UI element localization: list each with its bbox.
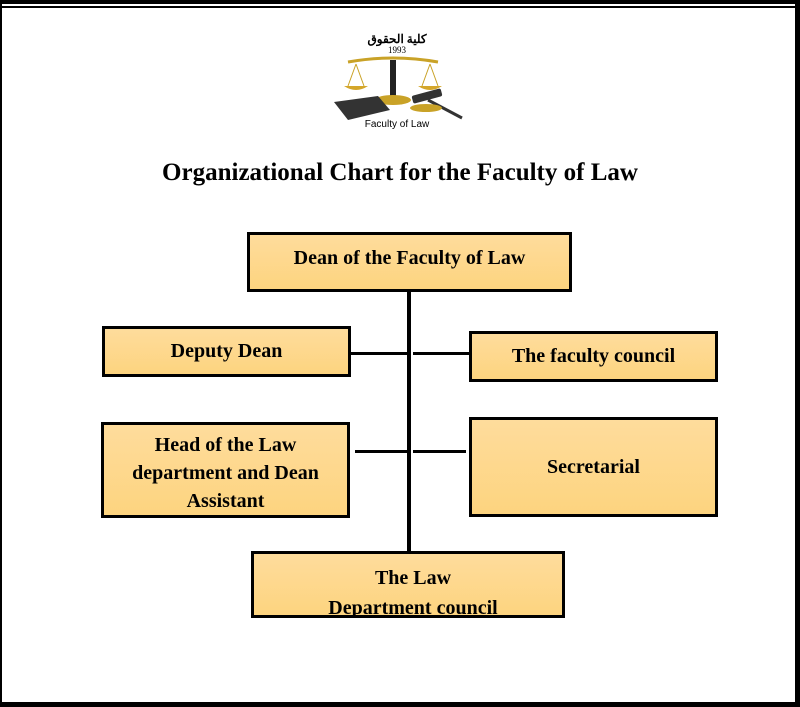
vertical-connector: [407, 291, 411, 552]
logo-arabic-text: كلية الحقوق: [367, 32, 427, 46]
node-faculty-council: The faculty council: [469, 331, 718, 382]
connector-deputy: [350, 352, 407, 355]
node-label: Dean of the Faculty of Law: [293, 247, 526, 269]
node-label: The Law Department council: [328, 567, 498, 618]
node-label: Head of the Law department and Dean Assi…: [132, 434, 319, 512]
node-head-law-department: Head of the Law department and Dean Assi…: [101, 422, 350, 518]
node-law-department-council: The Law Department council: [251, 551, 565, 618]
page-title: Organizational Chart for the Faculty of …: [162, 159, 638, 186]
node-label: Secretarial: [547, 456, 640, 478]
node-secretarial: Secretarial: [469, 417, 718, 517]
scales-of-justice-icon: [334, 56, 463, 120]
connector-secretarial: [413, 450, 466, 453]
node-dean: Dean of the Faculty of Law: [247, 232, 572, 292]
connector-head: [355, 450, 407, 453]
node-deputy-dean: Deputy Dean: [102, 326, 351, 377]
logo-caption: Faculty of Law: [364, 119, 430, 130]
node-label: Deputy Dean: [170, 340, 283, 362]
faculty-logo: كلية الحقوق 1993 Faculty of Law: [328, 28, 466, 132]
logo-year: 1993: [388, 45, 406, 55]
node-label: The faculty council: [511, 345, 676, 367]
connector-council: [413, 352, 469, 355]
frame-line: [2, 6, 795, 8]
